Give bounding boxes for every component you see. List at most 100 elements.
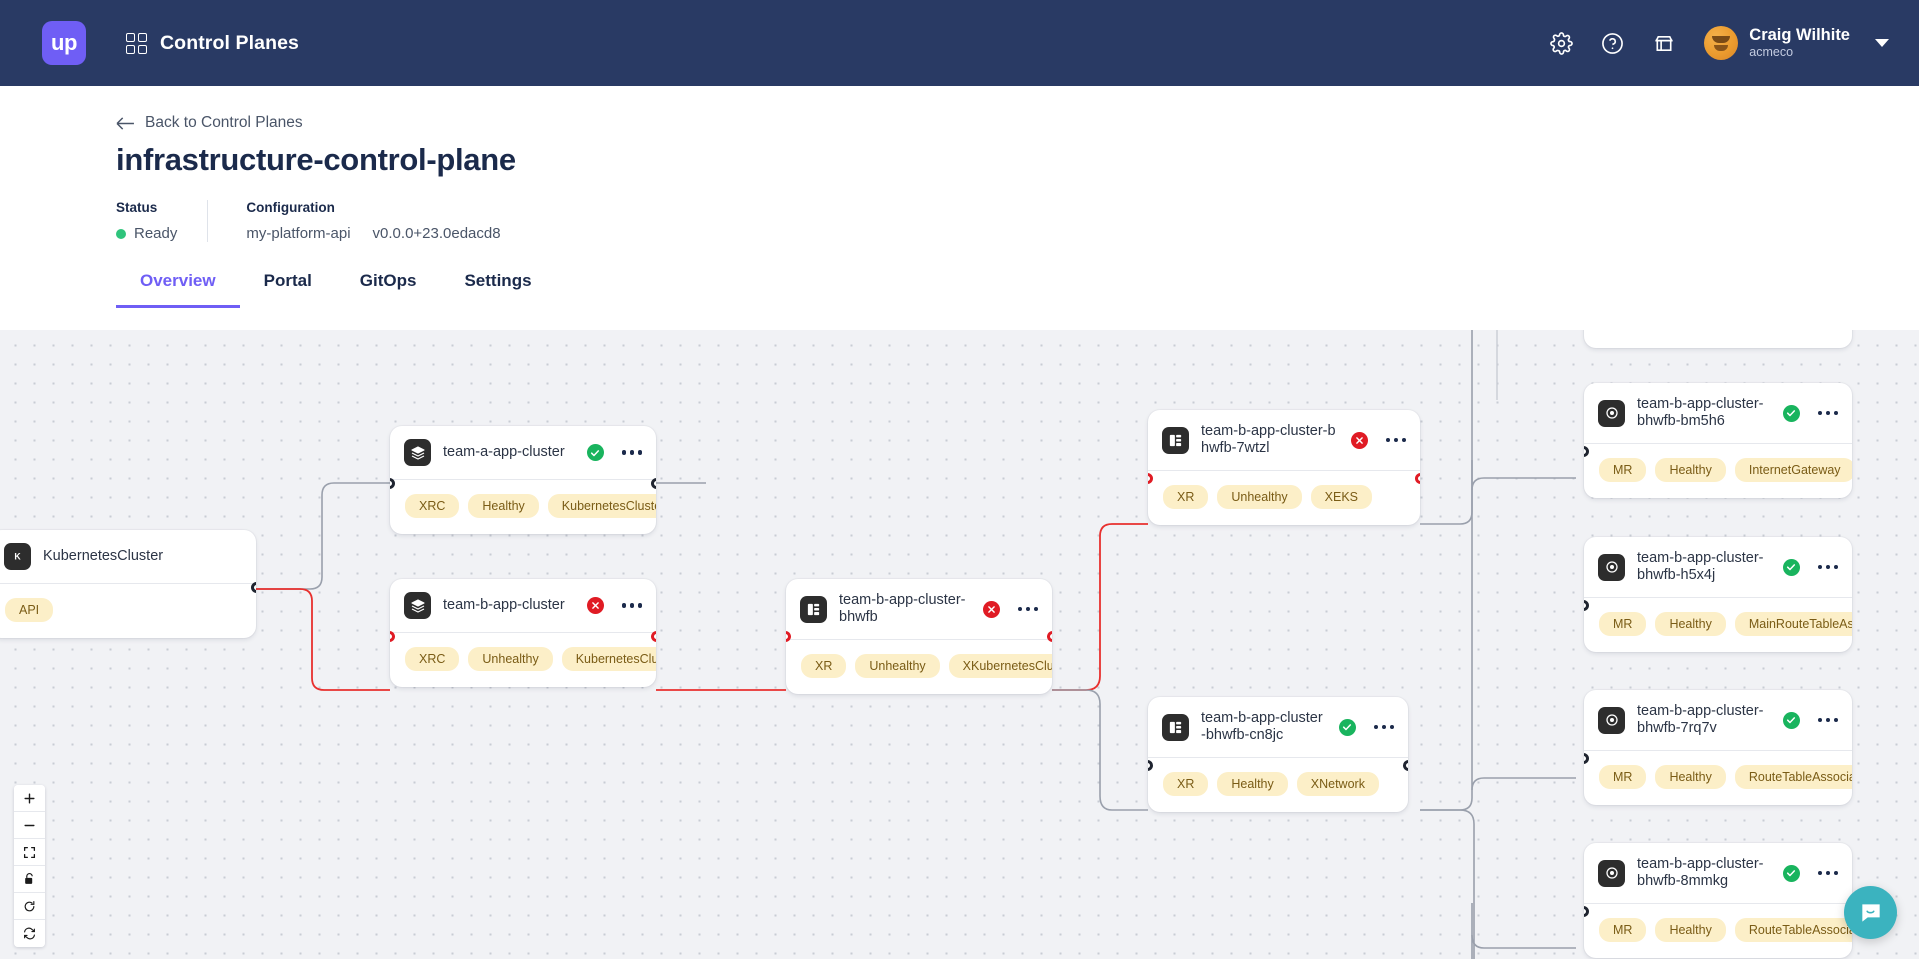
- node-handle-left[interactable]: [1584, 446, 1589, 457]
- node-kubernetescluster[interactable]: K KubernetesCluster API: [0, 530, 256, 638]
- node-tag: Healthy: [1655, 612, 1726, 637]
- nav-control-planes[interactable]: Control Planes: [126, 32, 299, 55]
- zoom-out-button[interactable]: [14, 812, 45, 839]
- node-team-b-app-cluster-bhwfb-7wtzl[interactable]: team-b-app-cluster-bhwfb-7wtzl XR Unheal…: [1148, 410, 1420, 526]
- chat-launcher-button[interactable]: [1844, 886, 1897, 939]
- user-org: acmeco: [1749, 45, 1794, 60]
- refresh-button[interactable]: [14, 893, 45, 920]
- marketplace-icon[interactable]: [1652, 32, 1676, 55]
- node-title: team-b-app-cluster: [443, 596, 565, 613]
- kubernetes-icon: K: [4, 543, 31, 570]
- node-tag: InternetGateway: [1734, 458, 1852, 483]
- node-menu-button[interactable]: [621, 450, 642, 455]
- status-value: Ready: [134, 225, 178, 242]
- nav-title: Control Planes: [160, 31, 300, 54]
- arrow-left-icon: [116, 116, 134, 130]
- chat-icon: [1861, 903, 1880, 922]
- node-handle-right[interactable]: [651, 631, 656, 642]
- tab-settings[interactable]: Settings: [464, 271, 532, 290]
- configuration-version: v0.0.0+23.0edacd8: [372, 225, 501, 242]
- node-menu-button[interactable]: [1817, 870, 1838, 876]
- node-menu-button[interactable]: [621, 603, 642, 608]
- node-team-b-app-cluster-bhwfb-bm5h6[interactable]: team-b-app-cluster-bhwfb-bm5h6 MR Health…: [1584, 383, 1852, 499]
- page-header: Back to Control Planes infrastructure-co…: [0, 86, 1919, 242]
- node-tag: KubernetesCluster: [547, 494, 656, 518]
- node-menu-button[interactable]: [1817, 564, 1838, 570]
- lock-button[interactable]: [14, 866, 45, 893]
- node-handle-left[interactable]: [786, 631, 791, 642]
- node-team-b-app-cluster-bhwfb-cn8jc[interactable]: team-b-app-cluster-bhwfb-cn8jc XR Health…: [1148, 697, 1408, 813]
- node-tag: XRC: [405, 494, 460, 518]
- node-tag: RouteTableAssociation: [1734, 918, 1852, 943]
- node-menu-button[interactable]: [1817, 410, 1838, 416]
- node-tag: Healthy: [1655, 918, 1726, 943]
- node-menu-button[interactable]: [1017, 606, 1038, 612]
- node-tag: RouteTableAssociation: [1734, 765, 1852, 790]
- node-tag: Healthy: [468, 494, 539, 518]
- node-handle-right[interactable]: [1403, 760, 1408, 771]
- node-team-b-app-cluster[interactable]: team-b-app-cluster XRC Unhealthy Kuberne…: [390, 579, 656, 687]
- node-divider: [786, 639, 1052, 641]
- node-handle-right[interactable]: [1047, 631, 1052, 642]
- sync-button[interactable]: [14, 920, 45, 947]
- node-tag: KubernetesCluster: [561, 647, 656, 671]
- node-handle-left[interactable]: [390, 631, 395, 642]
- status-healthy-icon: [1782, 711, 1800, 729]
- tab-portal[interactable]: Portal: [263, 271, 312, 290]
- node-tag: MainRouteTableAssociation: [1734, 612, 1852, 637]
- node-handle-right[interactable]: [1415, 473, 1420, 484]
- status-unhealthy-icon: [982, 600, 1000, 618]
- node-team-b-app-cluster-bhwfb-7rq7v[interactable]: team-b-app-cluster-bhwfb-7rq7v MR Health…: [1584, 690, 1852, 806]
- status-label: Status: [116, 200, 158, 215]
- upbound-logo[interactable]: up: [42, 21, 86, 65]
- node-menu-button[interactable]: [1373, 724, 1394, 730]
- tab-gitops[interactable]: GitOps: [359, 271, 417, 290]
- node-divider: [0, 583, 256, 584]
- node-tag: XR: [1163, 772, 1209, 797]
- node-team-b-app-cluster-bhwfb[interactable]: team-b-app-cluster-bhwfb XR Unhealthy XK…: [786, 579, 1052, 695]
- gear-icon[interactable]: [1550, 31, 1574, 55]
- back-to-control-planes-link[interactable]: Back to Control Planes: [116, 114, 303, 132]
- managed-resource-icon: [1598, 399, 1625, 427]
- node-handle-left[interactable]: [1584, 600, 1589, 611]
- graph-controls: [14, 785, 45, 947]
- chevron-down-icon[interactable]: [1875, 39, 1889, 47]
- node-menu-button[interactable]: [1385, 437, 1406, 443]
- top-navigation-bar: up Control Planes Crai: [0, 0, 1919, 86]
- node-handle-left[interactable]: [1584, 753, 1589, 764]
- node-menu-button[interactable]: [1817, 717, 1838, 723]
- node-handle-left[interactable]: [1148, 473, 1153, 484]
- tab-bar: Overview Portal GitOps Settings: [0, 268, 1919, 308]
- node-tag: Unhealthy: [855, 654, 940, 679]
- user-menu[interactable]: Craig Wilhite acmeco: [1704, 26, 1889, 60]
- node-tag: MR: [1599, 458, 1647, 483]
- node-team-b-app-cluster-bhwfb-h5x4j[interactable]: team-b-app-cluster-bhwfb-h5x4j MR Health…: [1584, 537, 1852, 653]
- page-title: infrastructure-control-plane: [116, 142, 516, 177]
- node-handle-left[interactable]: [1148, 760, 1153, 771]
- resource-graph-canvas[interactable]: K KubernetesCluster API team-a-app-clust…: [0, 330, 1919, 959]
- zoom-in-button[interactable]: [14, 785, 45, 812]
- configuration-block: Configuration my-platform-api v0.0.0+23.…: [207, 200, 530, 242]
- node-handle-left[interactable]: [390, 478, 395, 489]
- status-unhealthy-icon: [1350, 431, 1368, 449]
- node-tag: XEKS: [1310, 485, 1373, 510]
- node-handle-left[interactable]: [1584, 906, 1589, 917]
- node-team-a-app-cluster[interactable]: team-a-app-cluster XRC Healthy Kubernete…: [390, 426, 656, 534]
- grid-icon: [126, 32, 147, 54]
- meta-row: Status Ready Configuration my-platform-a…: [116, 200, 1919, 242]
- fit-view-button[interactable]: [14, 839, 45, 866]
- node-tag: Unhealthy: [468, 647, 553, 671]
- node-title: KubernetesCluster: [43, 547, 164, 564]
- node-tag: XR: [801, 654, 847, 679]
- tab-overview[interactable]: Overview: [116, 271, 240, 308]
- node-handle-right[interactable]: [651, 478, 656, 489]
- node-tag: XNetwork: [1296, 772, 1379, 797]
- node-tag: Unhealthy: [1217, 485, 1302, 510]
- node-partial-top[interactable]: [1584, 330, 1852, 348]
- node-divider: [1584, 597, 1852, 599]
- node-tag: MR: [1599, 918, 1647, 943]
- help-icon[interactable]: [1601, 32, 1624, 55]
- node-team-b-app-cluster-bhwfb-8mmkg[interactable]: team-b-app-cluster-bhwfb-8mmkg MR Health…: [1584, 843, 1852, 959]
- node-handle-right[interactable]: [251, 582, 256, 593]
- status-block: Status Ready: [116, 200, 207, 242]
